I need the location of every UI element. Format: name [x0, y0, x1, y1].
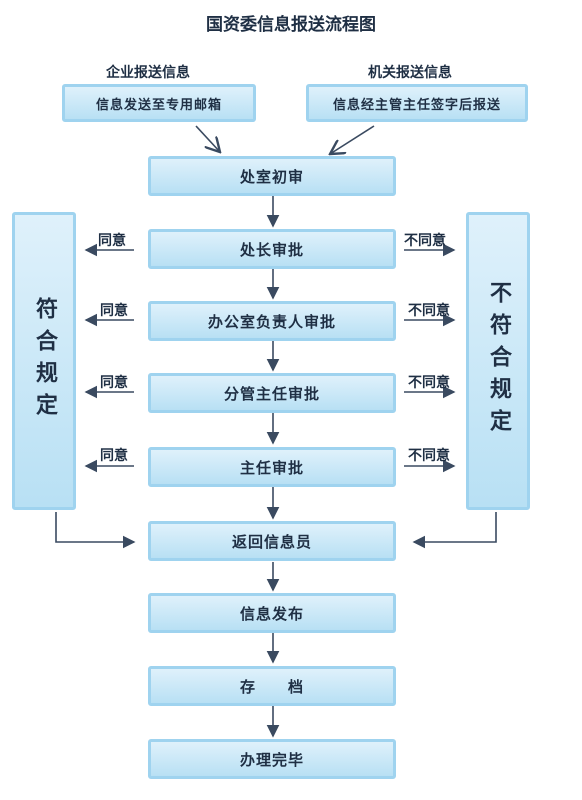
agree-label: 同意: [98, 233, 126, 249]
agree-label: 同意: [100, 375, 128, 391]
step-publish: 信息发布: [148, 593, 396, 633]
enterprise-source-heading: 企业报送信息: [106, 65, 190, 81]
arrow-enterprise-to-review: [195, 125, 220, 152]
compliant-box: 符合规定: [12, 212, 76, 510]
disagree-label: 不同意: [408, 448, 450, 464]
arrow-agency-to-review: [330, 125, 375, 154]
agree-label: 同意: [100, 303, 128, 319]
disagree-label: 不同意: [408, 303, 450, 319]
enterprise-source-box: 信息发送至专用邮箱: [62, 84, 256, 122]
diagram-title: 国资委信息报送流程图: [206, 15, 376, 35]
step-director-approval: 主任审批: [148, 447, 396, 487]
agency-source-box: 信息经主管主任签字后报送: [306, 84, 528, 122]
disagree-label: 不同意: [408, 375, 450, 391]
step-office-head-approval: 办公室负责人审批: [148, 301, 396, 341]
step-complete: 办理完毕: [148, 739, 396, 779]
step-archive: 存 档: [148, 666, 396, 706]
agree-label: 同意: [100, 448, 128, 464]
step-deputy-director-approval: 分管主任审批: [148, 373, 396, 413]
arrow-noncompliant-return: [412, 512, 497, 549]
step-return-to-clerk: 返回信息员: [148, 521, 396, 561]
disagree-label: 不同意: [404, 233, 446, 249]
noncompliant-box: 不符合规定: [466, 212, 530, 510]
step-initial-review: 处室初审: [148, 156, 396, 196]
arrow-compliant-return: [55, 512, 136, 549]
step-section-chief-approval: 处长审批: [148, 229, 396, 269]
agency-source-heading: 机关报送信息: [368, 65, 452, 81]
